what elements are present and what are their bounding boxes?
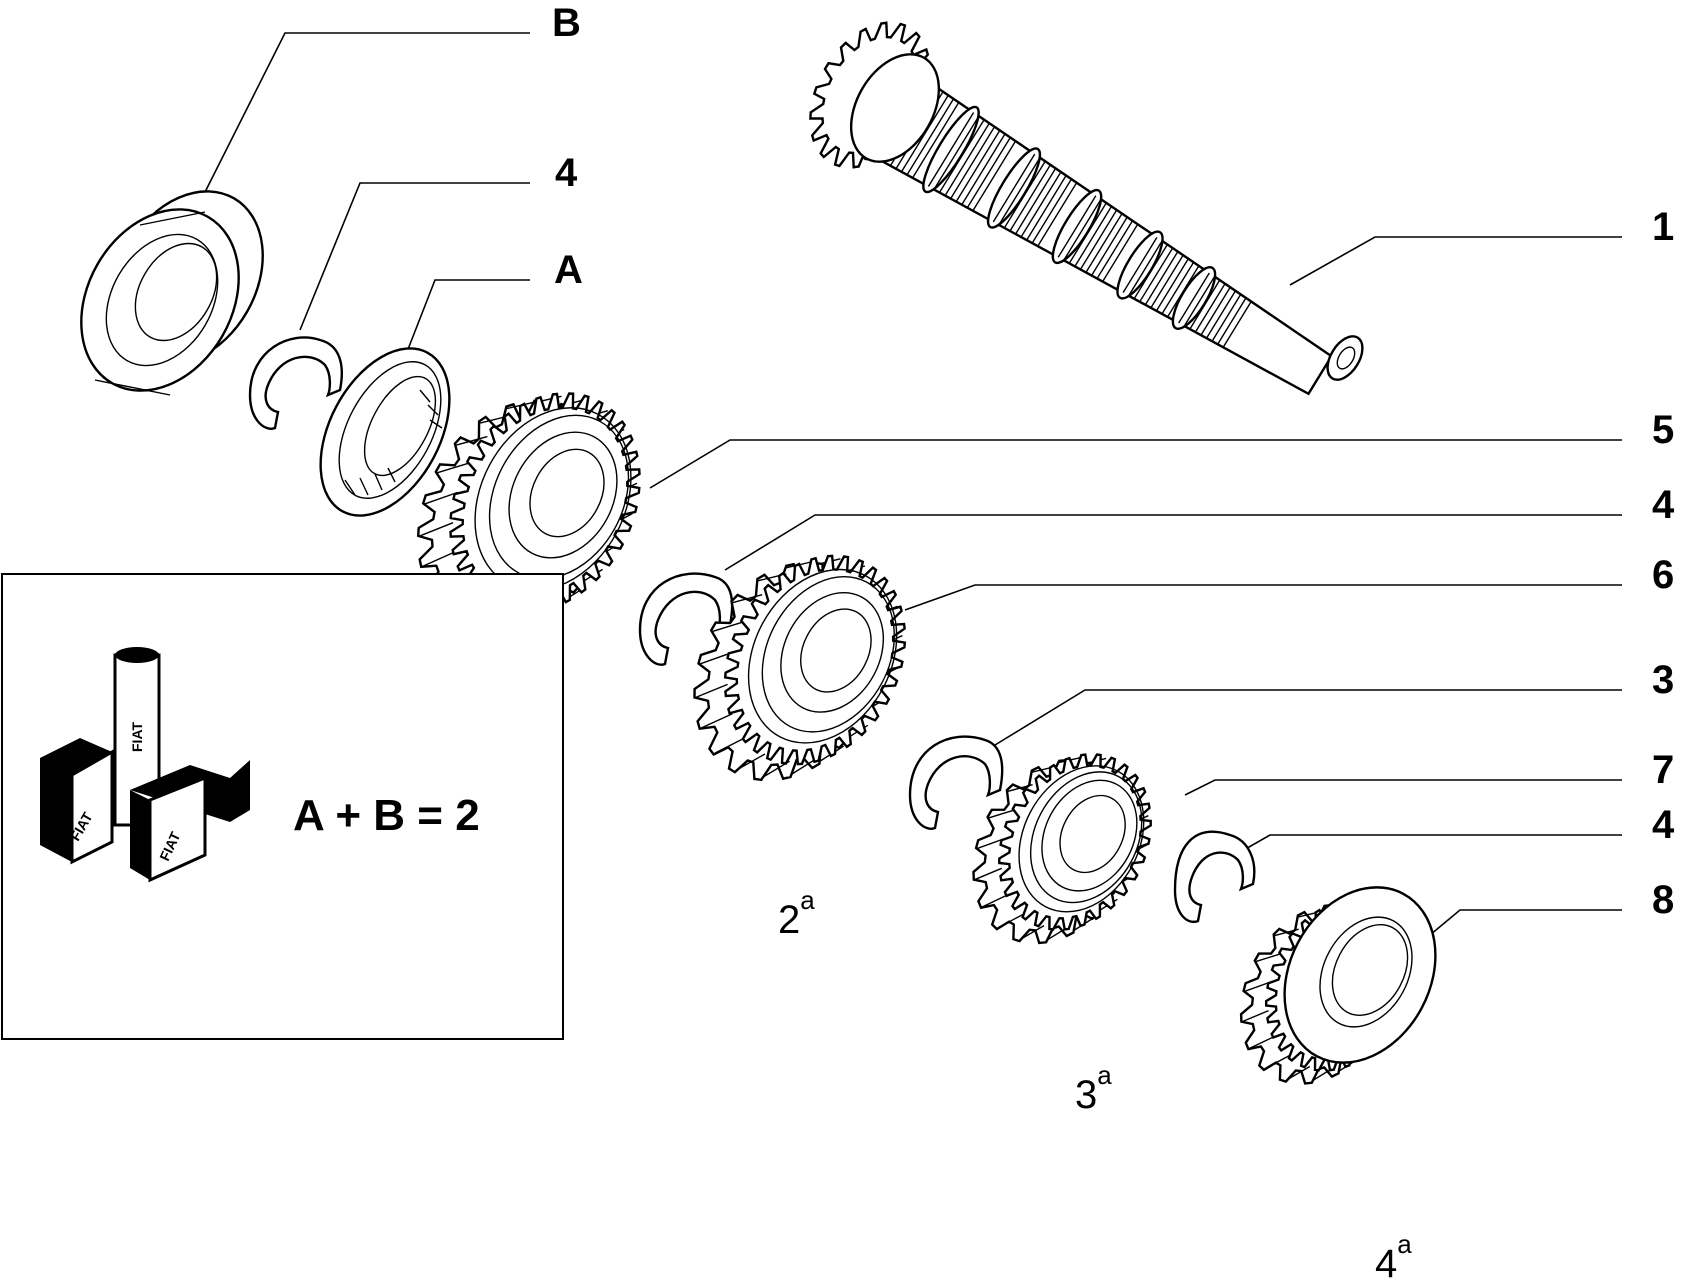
bearing-b (80, 190, 264, 396)
callout-8: 8 (1652, 878, 1674, 922)
callout-5: 5 (1652, 408, 1674, 452)
leader-4b (724, 514, 1622, 571)
gear-label-4th: 4a (1375, 1229, 1412, 1282)
leader-A (404, 279, 530, 358)
gear-label-3rd: 3a (1075, 1060, 1112, 1117)
gear-8-fourth (1239, 886, 1437, 1085)
shim-ring-3 (908, 735, 1004, 830)
leader-B (194, 32, 530, 213)
leader-3 (994, 689, 1622, 746)
callout-B: B (552, 1, 581, 45)
callout-4-lower: 4 (1652, 803, 1675, 847)
shim-ring-4-lower (1173, 830, 1256, 924)
callout-6: 6 (1652, 553, 1674, 597)
gear-6-second (693, 554, 907, 782)
gear-ordinal-labels: 1a 2a 3a 4a (458, 709, 1412, 1282)
leader-5 (649, 439, 1622, 489)
logo-text-cylinder: FIAT (129, 721, 145, 752)
fiat-kit-logo: FIAT FIAT FIAT (40, 647, 250, 883)
needle-bearing-a (319, 347, 451, 517)
leader-8 (1429, 909, 1622, 936)
leader-6 (904, 584, 1622, 611)
callout-3: 3 (1652, 658, 1674, 702)
callout-A: A (554, 248, 583, 292)
callout-4-middle: 4 (1652, 483, 1675, 527)
leader-7 (1184, 779, 1622, 796)
legend-formula: A + B = 2 (293, 791, 480, 840)
callout-7: 7 (1652, 748, 1674, 792)
leader-1 (1289, 236, 1622, 286)
gear-7-third (972, 753, 1152, 945)
gear-5-first (416, 392, 641, 631)
legend-box: FIAT FIAT FIAT A + B = 2 (1, 573, 564, 1040)
callout-1: 1 (1652, 205, 1674, 249)
leader-4c (1234, 834, 1622, 856)
gear-label-2nd: 2a (778, 885, 815, 942)
leader-lines (194, 32, 1622, 936)
leader-4a (299, 182, 530, 331)
mainshaft-1 (809, 21, 1364, 396)
shim-ring-4-top (248, 336, 343, 430)
callout-labels: B 4 A 1 5 4 6 3 7 4 8 (552, 1, 1675, 922)
callout-4-top: 4 (555, 151, 578, 195)
